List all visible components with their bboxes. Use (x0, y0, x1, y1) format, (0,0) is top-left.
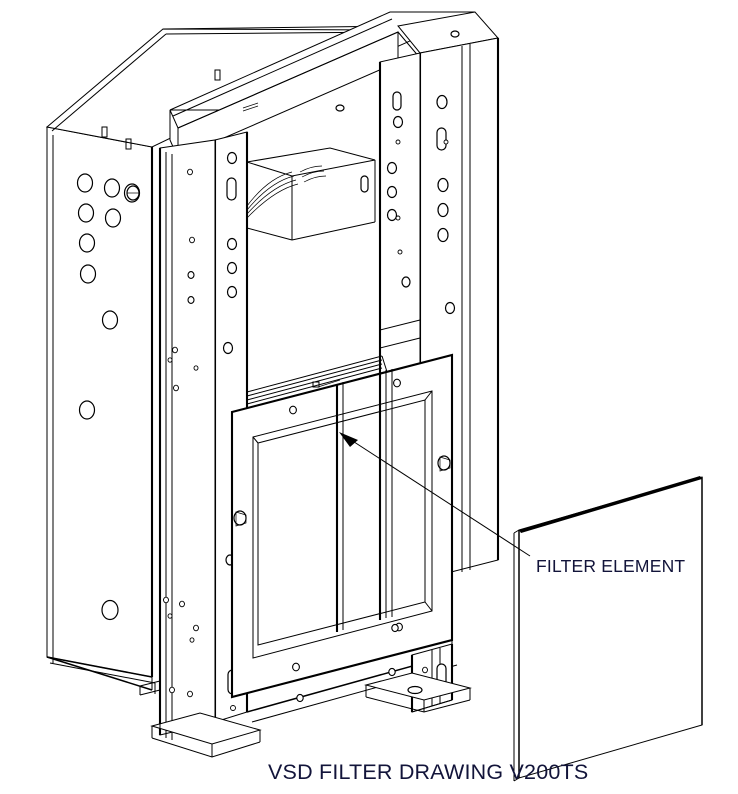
part-left-column (158, 139, 216, 740)
part-foot-left (150, 712, 262, 758)
part-cable-bundle (246, 165, 327, 219)
part-left-panel-return (46, 656, 161, 735)
callout-filter-element (339, 432, 531, 557)
part-rear-uprights (335, 369, 393, 632)
callout-leader-line (347, 437, 531, 557)
part-foot-center (364, 672, 472, 713)
latch-right (437, 455, 451, 472)
drawing-title: VSD FILTER DRAWING V200TS (268, 760, 588, 784)
latch-left (233, 510, 247, 527)
part-filter-frame (230, 353, 454, 699)
part-foot-right-outer (411, 699, 453, 713)
filter-element-label: FILTER ELEMENT (536, 556, 685, 576)
part-filter-element-panel (513, 476, 703, 782)
callout-arrowhead (339, 432, 358, 447)
